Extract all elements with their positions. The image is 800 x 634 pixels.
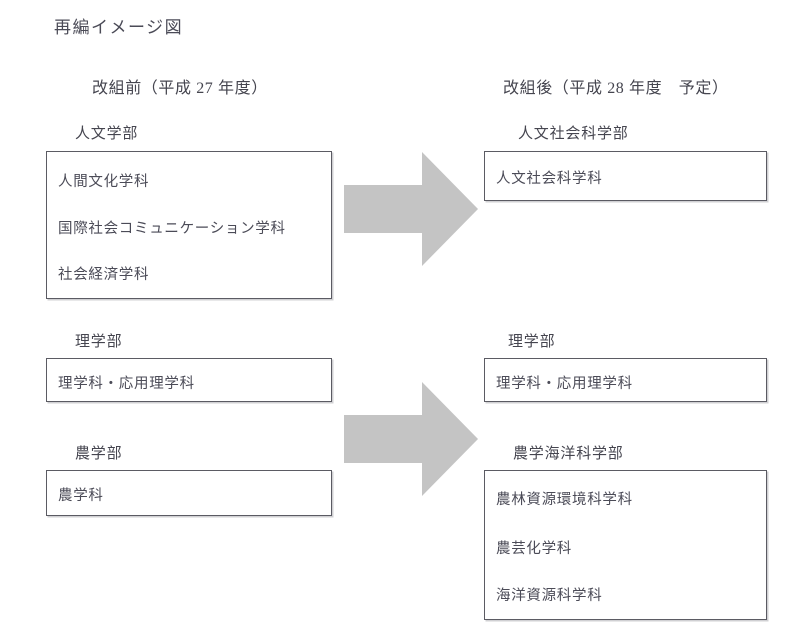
department-item: 人文社会科学科 bbox=[496, 171, 603, 187]
department-item: 理学科・応用理学科 bbox=[496, 376, 633, 392]
faculty-box-after-science: 理学科・応用理学科 bbox=[484, 358, 767, 402]
faculty-label-after-agriculture-marine: 農学海洋科学部 bbox=[513, 446, 624, 462]
faculty-label-before-humanities: 人文学部 bbox=[75, 126, 139, 142]
department-item: 農学科 bbox=[58, 488, 104, 504]
department-item: 人間文化学科 bbox=[58, 174, 150, 190]
faculty-box-after-humanities-social-sciences: 人文社会科学科 bbox=[484, 151, 767, 201]
department-item: 農芸化学科 bbox=[496, 541, 572, 557]
faculty-box-before-humanities: 人間文化学科 国際社会コミュニケーション学科 社会経済学科 bbox=[46, 151, 332, 299]
page-title: 再編イメージ図 bbox=[54, 18, 184, 37]
department-item: 社会経済学科 bbox=[58, 267, 150, 283]
faculty-box-after-agriculture-marine: 農林資源環境科学科 農芸化学科 海洋資源科学科 bbox=[484, 470, 767, 620]
faculty-label-before-science: 理学部 bbox=[75, 334, 123, 350]
department-item: 農林資源環境科学科 bbox=[496, 492, 633, 508]
transition-arrow-humanities-icon bbox=[344, 152, 478, 266]
faculty-label-after-humanities-social-sciences: 人文社会科学部 bbox=[518, 126, 629, 142]
department-item: 理学科・応用理学科 bbox=[58, 376, 195, 392]
faculty-label-before-agriculture: 農学部 bbox=[75, 446, 123, 462]
department-item: 国際社会コミュニケーション学科 bbox=[58, 221, 286, 237]
faculty-box-before-science: 理学科・応用理学科 bbox=[46, 358, 332, 402]
column-header-before: 改組前（平成 27 年度） bbox=[92, 80, 268, 97]
department-item: 海洋資源科学科 bbox=[496, 588, 603, 604]
faculty-box-before-agriculture: 農学科 bbox=[46, 470, 332, 516]
transition-arrow-science-agriculture-icon bbox=[344, 382, 478, 496]
faculty-label-after-science: 理学部 bbox=[508, 334, 556, 350]
column-header-after: 改組後（平成 28 年度 予定） bbox=[503, 80, 729, 97]
